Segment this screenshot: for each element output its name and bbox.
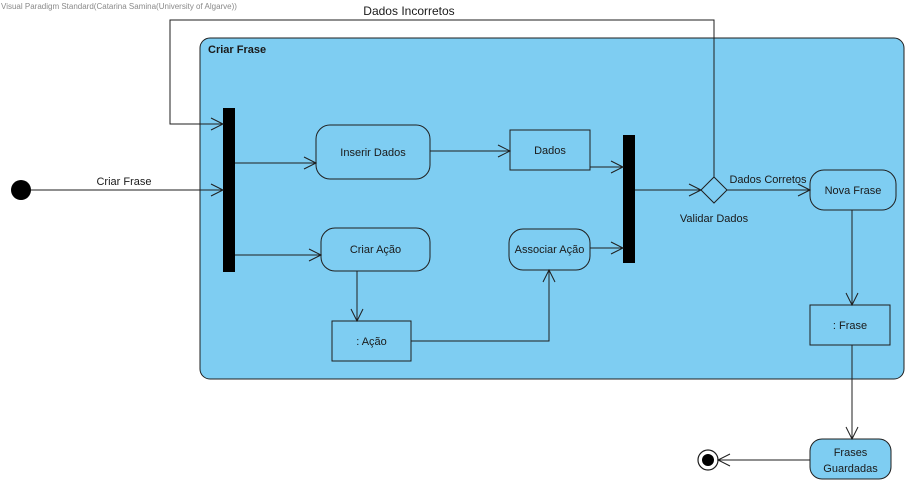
object-acao-label: : Ação [356, 336, 387, 348]
arrowhead [303, 156, 318, 170]
action-frases-guardadas[interactable] [809, 438, 892, 480]
arrowhead [845, 292, 859, 307]
object-frase[interactable] [809, 304, 891, 346]
object-dados[interactable] [509, 129, 591, 171]
arrowhead [350, 308, 364, 323]
action-inserir-dados-label: Inserir Dados [340, 147, 406, 159]
arrowhead [210, 117, 225, 131]
action-criar-acao[interactable] [320, 227, 431, 272]
object-dados-label: Dados [534, 145, 566, 157]
edge-acao-to-associar-acao[interactable] [411, 270, 550, 342]
decision-validar-dados[interactable] [700, 176, 728, 204]
action-frases-guardadas-label-2: Guardadas [823, 463, 878, 475]
fork-bar[interactable] [223, 108, 235, 272]
action-frases-guardadas-label-1: Frases [834, 447, 868, 459]
arrowhead [797, 183, 812, 197]
edge-criar-frase-label: Criar Frase [96, 176, 151, 188]
partition-title: Criar Frase [208, 44, 266, 56]
action-associar-acao-label: Associar Ação [515, 244, 585, 256]
action-nova-frase-label: Nova Frase [825, 185, 882, 197]
initial-node[interactable] [11, 180, 31, 200]
arrowhead [497, 144, 512, 158]
arrowhead [716, 453, 731, 467]
arrowhead [845, 426, 859, 441]
final-node-inner [702, 454, 714, 466]
action-criar-acao-label: Criar Ação [350, 244, 401, 256]
edge-dados-corretos-label: Dados Corretos [729, 174, 807, 186]
object-frase-label: : Frase [833, 320, 867, 332]
decision-validar-dados-label: Validar Dados [680, 213, 749, 225]
arrowhead [542, 268, 556, 283]
join-bar[interactable] [623, 135, 635, 263]
arrowhead [610, 241, 625, 255]
edge-decision-to-fork[interactable] [169, 19, 715, 177]
activity-partition[interactable] [199, 37, 905, 380]
arrowhead [688, 183, 703, 197]
watermark: Visual Paradigm Standard(Catarina Samina… [1, 2, 237, 11]
action-inserir-dados[interactable] [315, 124, 431, 180]
arrowhead [308, 248, 323, 262]
edge-dados-incorretos-label: Dados Incorretos [363, 4, 454, 18]
arrowhead [610, 160, 625, 174]
arrowhead [210, 183, 225, 197]
